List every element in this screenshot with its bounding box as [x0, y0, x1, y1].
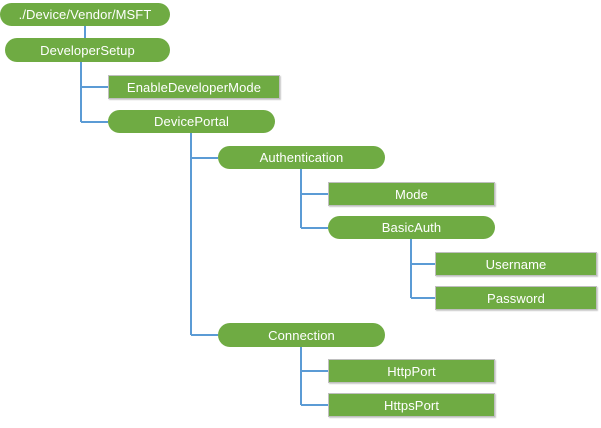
node-label-authentication: Authentication: [259, 150, 344, 165]
node-label-httpsport: HttpsPort: [383, 397, 440, 413]
node-label-connection: Connection: [268, 327, 335, 343]
node-label-root: ./Device/Vendor/MSFT: [18, 7, 152, 22]
node-deviceportal[interactable]: DevicePortal: [108, 110, 275, 133]
node-label-basicauth: BasicAuth: [381, 220, 442, 235]
node-label-mode: Mode: [395, 186, 428, 202]
node-connection[interactable]: Connection: [218, 323, 385, 347]
node-httpport[interactable]: HttpPort: [328, 359, 495, 383]
node-enabledevelopermode[interactable]: EnableDeveloperMode: [108, 75, 280, 99]
node-basicauth[interactable]: BasicAuth: [328, 216, 495, 239]
node-label-enabledevelopermode: EnableDeveloperMode: [126, 79, 262, 95]
node-label-password: Password: [487, 290, 545, 306]
node-developersetup[interactable]: DeveloperSetup: [5, 38, 170, 62]
node-password[interactable]: Password: [435, 286, 597, 310]
node-root[interactable]: ./Device/Vendor/MSFT: [0, 3, 170, 26]
node-mode[interactable]: Mode: [328, 182, 495, 206]
node-username[interactable]: Username: [435, 252, 597, 276]
node-label-deviceportal: DevicePortal: [154, 114, 229, 129]
node-httpsport[interactable]: HttpsPort: [328, 393, 495, 417]
node-label-httpport: HttpPort: [387, 363, 436, 379]
node-authentication[interactable]: Authentication: [218, 146, 385, 169]
node-label-username: Username: [485, 256, 547, 272]
node-label-developersetup: DeveloperSetup: [40, 42, 135, 58]
